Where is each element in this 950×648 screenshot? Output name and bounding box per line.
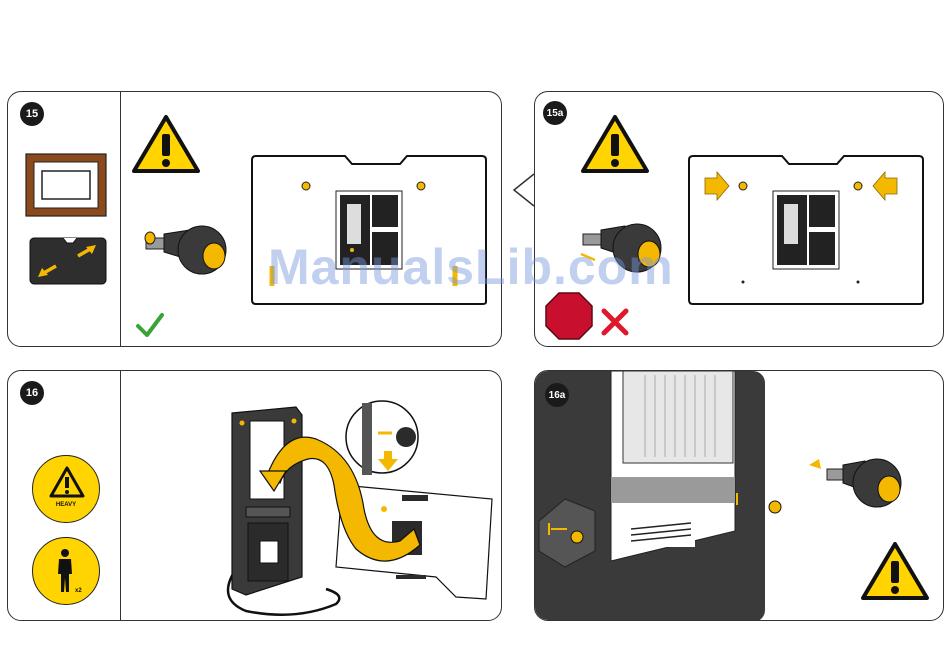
person-icon	[55, 548, 75, 594]
step-15-divider	[120, 92, 121, 346]
warning-triangle-icon	[49, 466, 85, 498]
back-plate-illustration	[687, 154, 927, 306]
watermark-text: ManualsLib.com	[268, 238, 674, 296]
step-16-panel: 16 HEAVY x2	[7, 370, 502, 621]
step-16-divider	[120, 371, 121, 620]
picture-frame-illustration	[26, 154, 106, 216]
step-16a-panel: 16a	[534, 370, 944, 621]
step-15a-badge: 15a	[543, 101, 567, 125]
checkmark-icon	[136, 312, 164, 338]
step-16a-badge: 16a	[545, 383, 569, 407]
x-mark-icon	[601, 308, 629, 336]
heavy-label: HEAVY	[33, 502, 99, 508]
callout-pointer	[512, 172, 536, 208]
step-15a-panel: 15a	[534, 91, 944, 347]
warning-triangle-icon	[581, 114, 649, 174]
mounting-knob-icon	[805, 455, 905, 515]
two-person-label: x2	[75, 588, 82, 594]
step-15-badge: 15	[20, 102, 44, 126]
stop-sign-icon	[545, 292, 593, 340]
warning-triangle-icon	[861, 541, 929, 601]
installed-device-closeup-illustration	[535, 371, 775, 621]
step-16-badge: 16	[20, 381, 44, 405]
two-person-lift-icon: x2	[32, 537, 100, 605]
wall-bracket-assembly-illustration	[216, 399, 506, 621]
device-rear-illustration	[30, 238, 106, 286]
warning-triangle-icon	[132, 114, 200, 174]
mounting-knob-icon	[140, 224, 232, 280]
step-15-panel: 15	[7, 91, 502, 347]
heavy-weight-icon: HEAVY	[32, 455, 100, 523]
